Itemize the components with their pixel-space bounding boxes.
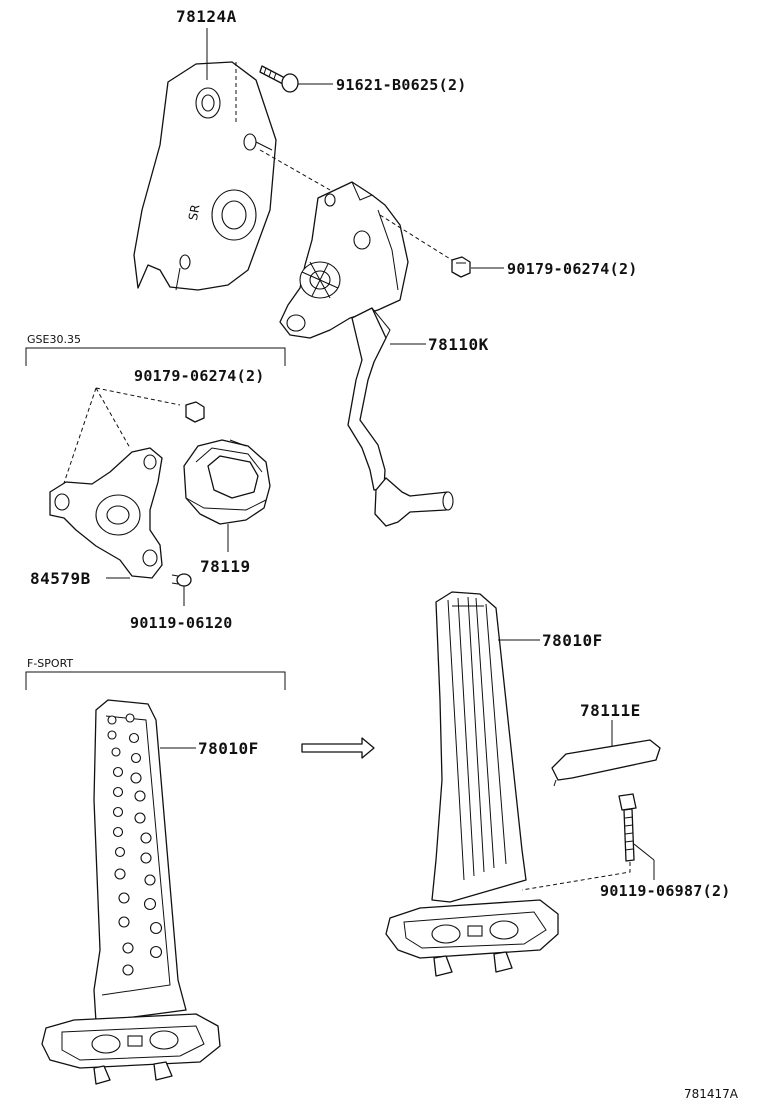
bolt-90119-06987 bbox=[618, 793, 637, 862]
svg-text:SR: SR bbox=[186, 203, 203, 221]
label-90179-06274-top: 90179-06274(2) bbox=[507, 260, 638, 278]
label-84579b: 84579B bbox=[30, 569, 91, 588]
pedal-sensor-78110k bbox=[279, 181, 454, 527]
accelerator-pedal-f-sport bbox=[41, 699, 221, 1085]
label-78119: 78119 bbox=[200, 557, 251, 576]
diagram-reference-number: 781417A bbox=[684, 1087, 739, 1101]
screw-90119-06120 bbox=[171, 573, 192, 587]
nut-90179-mid bbox=[185, 401, 205, 423]
label-78010f-right: 78010F bbox=[542, 631, 603, 650]
label-78010f-left: 78010F bbox=[198, 739, 259, 758]
label-78111e: 78111E bbox=[580, 701, 641, 720]
bolt-91621 bbox=[259, 65, 299, 93]
arrow-icon bbox=[301, 737, 375, 759]
plate-84579b bbox=[49, 447, 163, 579]
bracket-78124a: SR bbox=[133, 61, 277, 291]
label-90119-06987: 90119-06987(2) bbox=[600, 882, 731, 900]
label-78124a: 78124A bbox=[176, 7, 237, 26]
label-90119-06120: 90119-06120 bbox=[130, 614, 233, 632]
accelerator-pedal-standard bbox=[385, 591, 559, 977]
label-78110k: 78110K bbox=[428, 335, 489, 354]
group-label-gse30-35: GSE30.35 bbox=[27, 333, 81, 346]
label-91621-b0625: 91621-B0625(2) bbox=[336, 76, 467, 94]
label-90179-06274-mid: 90179-06274(2) bbox=[134, 367, 265, 385]
group-label-f-sport: F-SPORT bbox=[27, 657, 73, 670]
pad-78111e bbox=[551, 739, 661, 787]
nut-90179-top bbox=[451, 256, 471, 278]
pedal-perforations bbox=[107, 713, 163, 976]
damper-78119 bbox=[183, 439, 271, 525]
